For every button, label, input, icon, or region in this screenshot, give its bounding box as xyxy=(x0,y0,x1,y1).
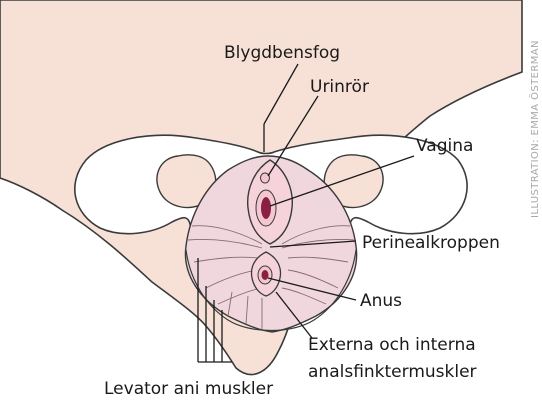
label-urinror: Urinrör xyxy=(310,77,369,97)
label-perinealkroppen: Perinealkroppen xyxy=(362,233,500,253)
vaginal-opening-inner xyxy=(261,197,271,219)
label-anus: Anus xyxy=(360,291,402,311)
label-blygdbensfog: Blygdbensfog xyxy=(224,43,340,63)
label-vagina: Vagina xyxy=(416,136,473,156)
label-levator: Levator ani muskler xyxy=(104,379,273,399)
label-analsfinkter-line2: analsfinktermuskler xyxy=(308,362,477,382)
urethral-opening xyxy=(261,173,270,183)
illustration-credit: ILLUSTRATION: EMMA ÖSTERMAN xyxy=(528,40,541,218)
anal-opening-inner xyxy=(262,270,269,280)
label-analsfinkter-line1: Externa och interna xyxy=(308,335,476,355)
